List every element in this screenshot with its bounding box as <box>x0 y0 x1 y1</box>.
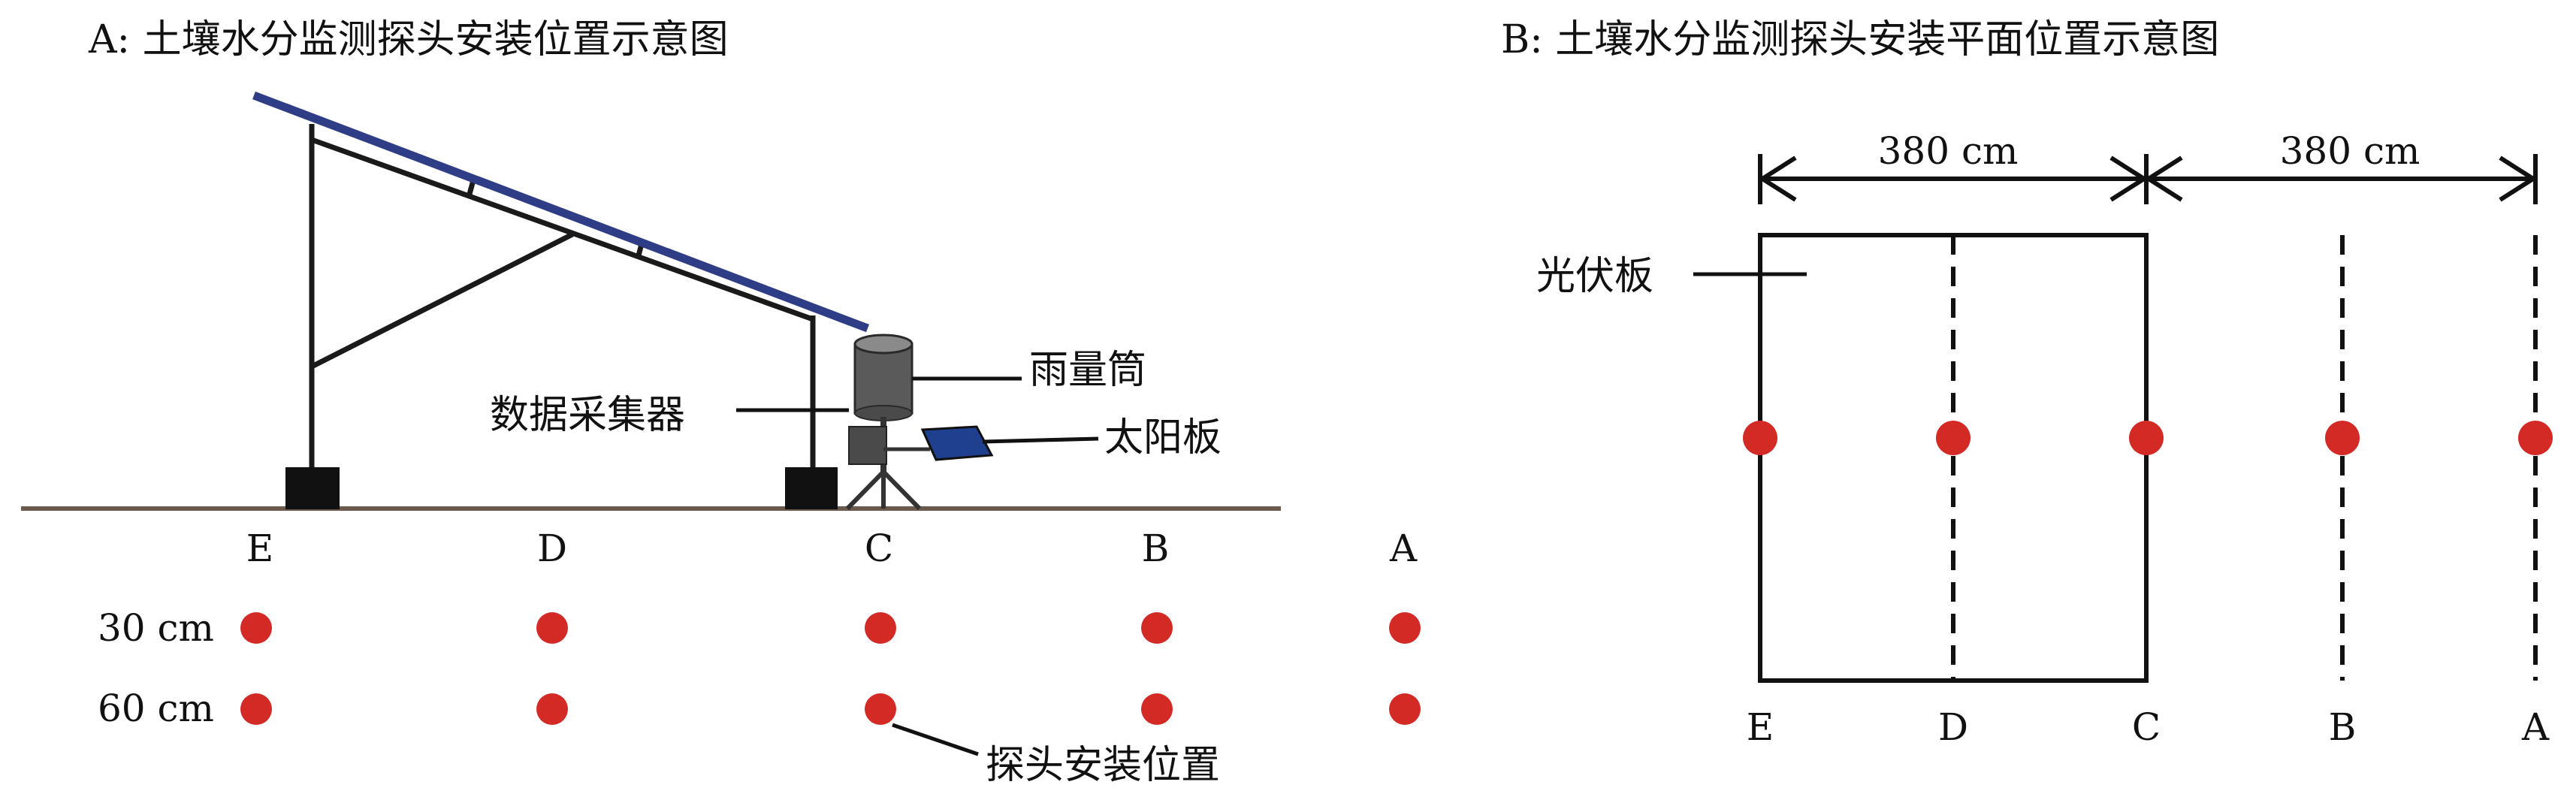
plan-probe-e <box>1743 421 1777 455</box>
probe-b-60 <box>1141 693 1173 725</box>
dimension-left-label: 380 cm <box>1878 129 2019 173</box>
column-label-c: C <box>865 527 893 570</box>
rain-gauge-top <box>853 334 914 355</box>
diagonal-brace <box>310 231 574 370</box>
probe-position-leader <box>892 723 979 756</box>
rain-gauge-label: 雨量筒 <box>1029 348 1146 393</box>
pv-support-structure <box>309 124 816 467</box>
panel-b-columns: E D C B A <box>1747 705 2550 749</box>
probe-row-60cm <box>240 693 1421 725</box>
right-foundation <box>785 467 838 509</box>
plan-column-label-c: C <box>2132 705 2161 749</box>
panel-a-columns: E D C B A <box>246 527 1418 570</box>
plan-column-label-a: A <box>2521 705 2550 749</box>
pv-panel-label: 光伏板 <box>1536 254 1653 299</box>
column-label-e: E <box>246 527 274 570</box>
probe-a-60 <box>1389 693 1421 725</box>
probe-a-30 <box>1389 612 1421 644</box>
column-label-b: B <box>1142 527 1170 570</box>
column-label-d: D <box>537 527 567 570</box>
solar-panel-leader <box>982 436 1099 444</box>
left-foundation <box>285 467 340 509</box>
probe-transect-lines <box>1951 235 2538 681</box>
data-collector-label: 数据采集器 <box>490 393 685 438</box>
rafter-beam <box>310 137 814 322</box>
dimension-markers <box>1758 154 2538 204</box>
panel-a-title: A: 土壤水分监测探头安装位置示意图 <box>88 17 729 62</box>
plan-column-label-d: D <box>1938 705 1968 749</box>
plan-probe-dots <box>1743 421 2553 455</box>
solar-panel-label: 太阳板 <box>1104 415 1222 460</box>
panel-b: B: 土壤水分监测探头安装平面位置示意图 380 cm 380 cm 光伏板 <box>1501 17 2553 749</box>
probe-e-30 <box>240 612 272 644</box>
panel-a: A: 土壤水分监测探头安装位置示意图 <box>21 17 1421 788</box>
plan-column-label-b: B <box>2329 705 2357 749</box>
probe-row-30cm <box>240 612 1421 644</box>
plan-probe-c <box>2129 421 2164 455</box>
probe-c-30 <box>865 612 896 644</box>
small-solar-panel <box>920 425 994 461</box>
depth-label-30: 30 cm <box>98 606 214 650</box>
dimension-right-label: 380 cm <box>2280 129 2420 173</box>
depth-label-60: 60 cm <box>98 687 214 730</box>
tripod <box>845 469 922 511</box>
probe-d-60 <box>536 693 568 725</box>
purlin-1 <box>466 180 476 198</box>
data-collector-box <box>848 426 887 465</box>
plan-probe-a <box>2518 421 2553 455</box>
probe-c-60 <box>865 693 896 725</box>
probe-d-30 <box>536 612 568 644</box>
pv-panel <box>252 91 869 333</box>
probe-e-60 <box>240 693 272 725</box>
weather-station <box>845 334 994 511</box>
column-label-a: A <box>1389 527 1418 570</box>
plan-probe-d <box>1936 421 1971 455</box>
probe-position-label: 探头安装位置 <box>986 743 1220 788</box>
probe-b-30 <box>1141 612 1173 644</box>
plan-probe-b <box>2325 421 2360 455</box>
panel-b-title: B: 土壤水分监测探头安装平面位置示意图 <box>1501 17 2219 62</box>
rain-gauge-body <box>853 343 914 415</box>
plan-column-label-e: E <box>1747 705 1774 749</box>
